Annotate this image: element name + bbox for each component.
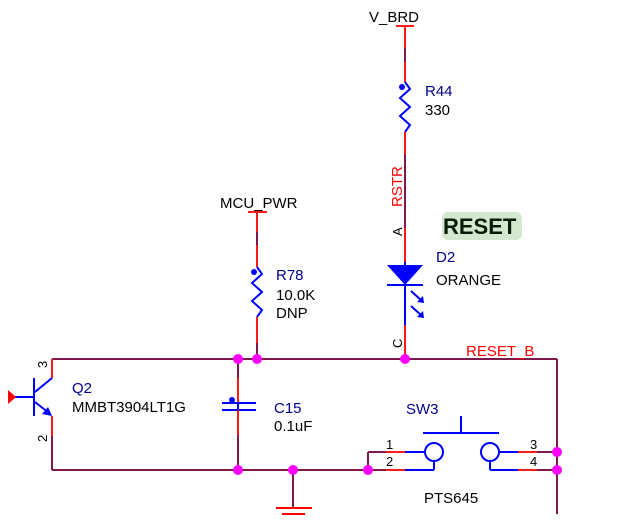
mcu-pwr-power-port[interactable]: MCU_PWR [220, 195, 298, 213]
junction-dot [552, 465, 562, 475]
r78-ref: R78 [276, 267, 304, 284]
r44-ref: R44 [425, 83, 453, 100]
q2-ref: Q2 [72, 380, 92, 397]
junction-dot [233, 465, 243, 475]
d2-value: ORANGE [436, 272, 501, 289]
capacitor-c15[interactable]: C15 0.1uF [222, 378, 312, 435]
pin1-dot [251, 269, 257, 275]
switch-contact-left-icon [424, 442, 444, 462]
reset-title-badge: RESET [442, 212, 522, 240]
junction-dot [363, 465, 373, 475]
resistor-icon [250, 266, 264, 318]
pin1-dot [399, 84, 405, 90]
d2-pin-a-label: A [390, 227, 405, 236]
badge-text: RESET [443, 214, 517, 239]
collector-line [34, 377, 53, 393]
q2-pin-2: 2 [35, 435, 50, 442]
c15-ref: C15 [274, 400, 302, 417]
led-d2[interactable]: D2 ORANGE [387, 249, 501, 325]
switch-contact-right-icon [480, 442, 500, 462]
base-port-icon [8, 390, 16, 404]
arrow-head [417, 296, 424, 303]
ground-symbol [276, 507, 312, 515]
reset-b-net-label: RESET_B [466, 343, 534, 360]
sw3-value: PTS645 [424, 490, 478, 507]
sw3-ref: SW3 [406, 401, 439, 418]
switch-sw3[interactable]: SW3 1 2 3 4 PTS645 [368, 401, 557, 507]
junction-dot [400, 354, 410, 364]
resistor-r78[interactable]: R78 10.0K DNP [250, 266, 315, 322]
pin1-dot [229, 397, 235, 403]
rstr-net-label: RSTR [389, 166, 406, 207]
r78-value: 10.0K [276, 287, 315, 304]
badge-background [442, 212, 522, 240]
transistor-q2[interactable]: 3 2 Q2 MMBT3904LT1G [8, 359, 186, 442]
junction-dot [552, 447, 562, 457]
mcu-pwr-label: MCU_PWR [220, 195, 298, 212]
r44-value: 330 [425, 102, 450, 119]
junction-dot [288, 465, 298, 475]
emitter-arrow-icon [42, 407, 52, 416]
sw3-pin-4: 4 [530, 454, 537, 469]
sw3-pin-3: 3 [530, 437, 537, 452]
resistor-r44[interactable]: R44 330 [398, 81, 453, 133]
sw3-pin-2: 2 [386, 454, 393, 469]
resistor-icon [398, 81, 412, 133]
q2-value: MMBT3904LT1G [72, 399, 186, 416]
junction-dot [252, 354, 262, 364]
d2-ref: D2 [436, 249, 455, 266]
arrow-head [417, 311, 424, 318]
c15-value: 0.1uF [274, 418, 312, 435]
junction-dot [233, 354, 243, 364]
v-brd-power-port[interactable]: V_BRD [369, 9, 419, 27]
sw3-pin-1: 1 [386, 437, 393, 452]
d2-pin-c-label: C [390, 339, 405, 348]
q2-pin-3: 3 [35, 361, 50, 368]
v-brd-label: V_BRD [369, 9, 419, 26]
r78-note: DNP [276, 305, 308, 322]
